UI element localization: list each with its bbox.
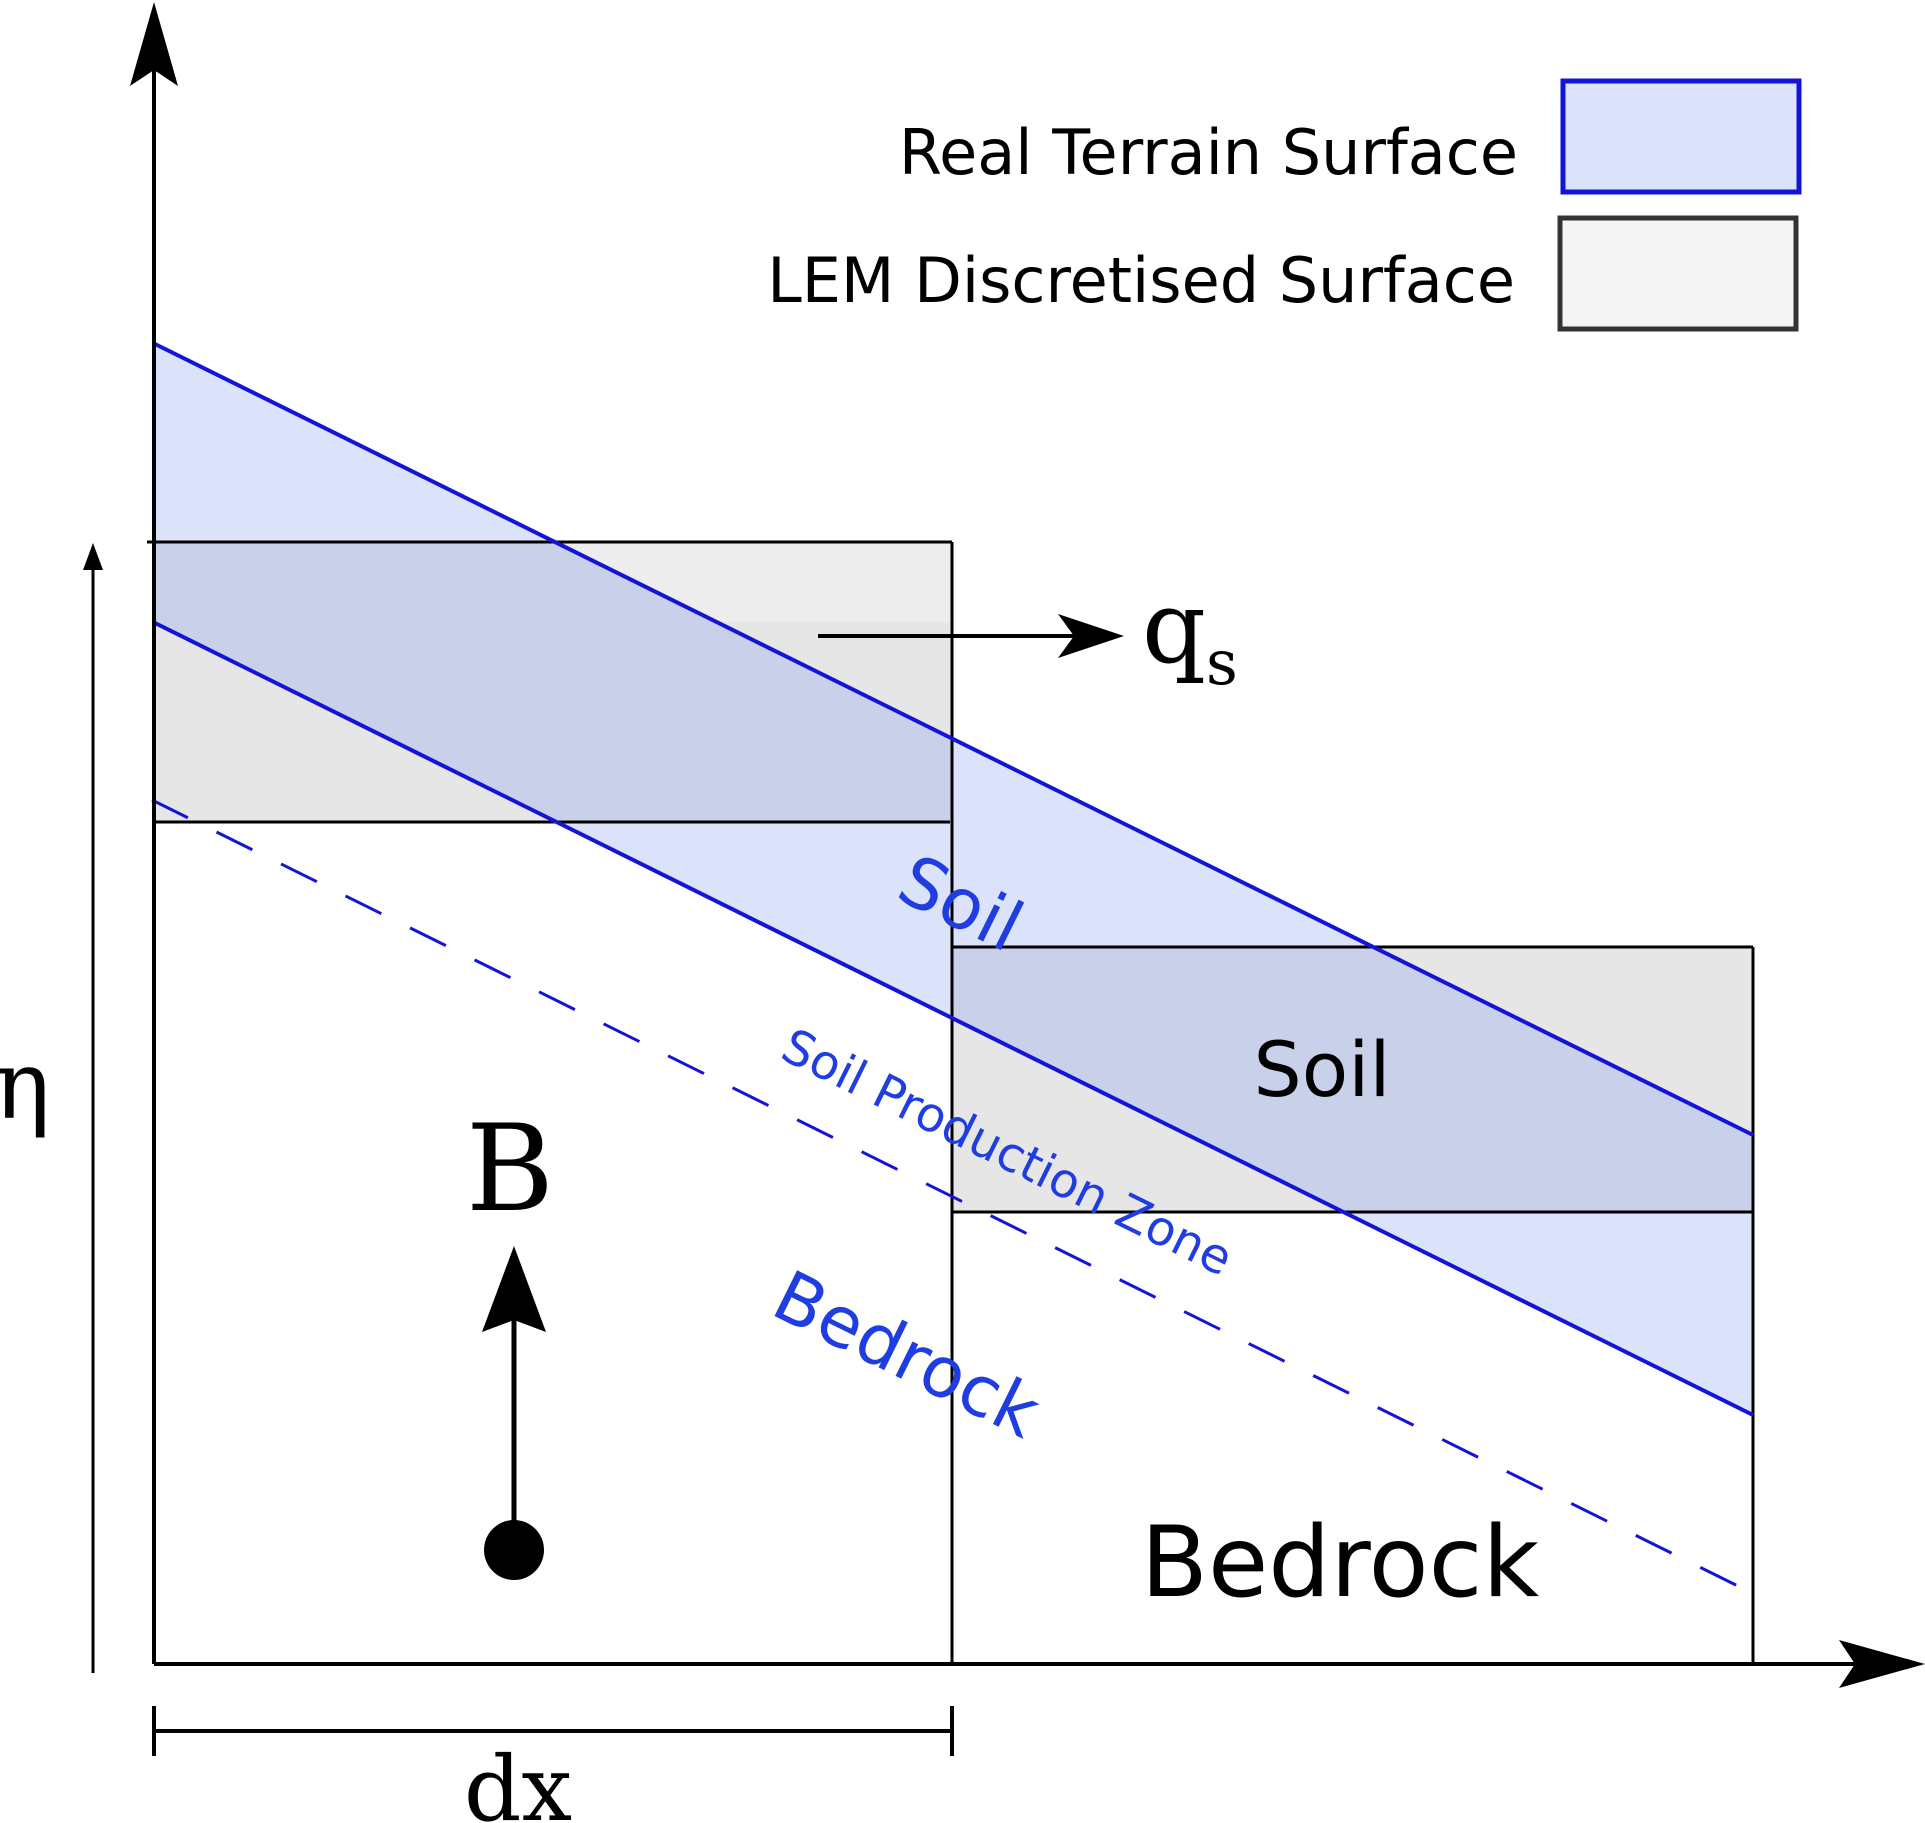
uplift-origin-dot <box>484 1520 544 1580</box>
qs-label-sub: s <box>1206 626 1238 699</box>
eta-label: η <box>0 1031 50 1141</box>
real-surface-line <box>154 342 1754 1137</box>
lem-soil-label: Soil <box>1254 1025 1391 1114</box>
soil-production-zone-line <box>151 798 1751 1594</box>
uplift-arrow-icon <box>482 1246 546 1332</box>
real-bedrock-label: Bedrock <box>761 1255 1053 1455</box>
dx-label: dx <box>464 1737 572 1823</box>
lem-bedrock-label: Bedrock <box>1141 1506 1540 1620</box>
x-axis-arrow-icon <box>1839 1640 1925 1688</box>
real-soil-base-line <box>154 621 1754 1417</box>
legend-real-swatch <box>1560 78 1802 195</box>
uplift-label: B <box>466 1100 554 1239</box>
qs-label-main: q <box>1142 569 1206 686</box>
overlap-cell-1 <box>155 542 952 822</box>
overlap-cell-2 <box>952 947 1753 1212</box>
qs-label: qs <box>1142 569 1238 699</box>
legend-lem-swatch <box>1557 215 1799 332</box>
legend-real-label: Real Terrain Surface <box>899 116 1518 189</box>
y-axis-arrow-icon <box>130 2 178 86</box>
legend-lem-label: LEM Discretised Surface <box>767 244 1515 317</box>
eta-arrow-icon <box>83 543 103 570</box>
qs-arrow-icon <box>1058 614 1124 658</box>
